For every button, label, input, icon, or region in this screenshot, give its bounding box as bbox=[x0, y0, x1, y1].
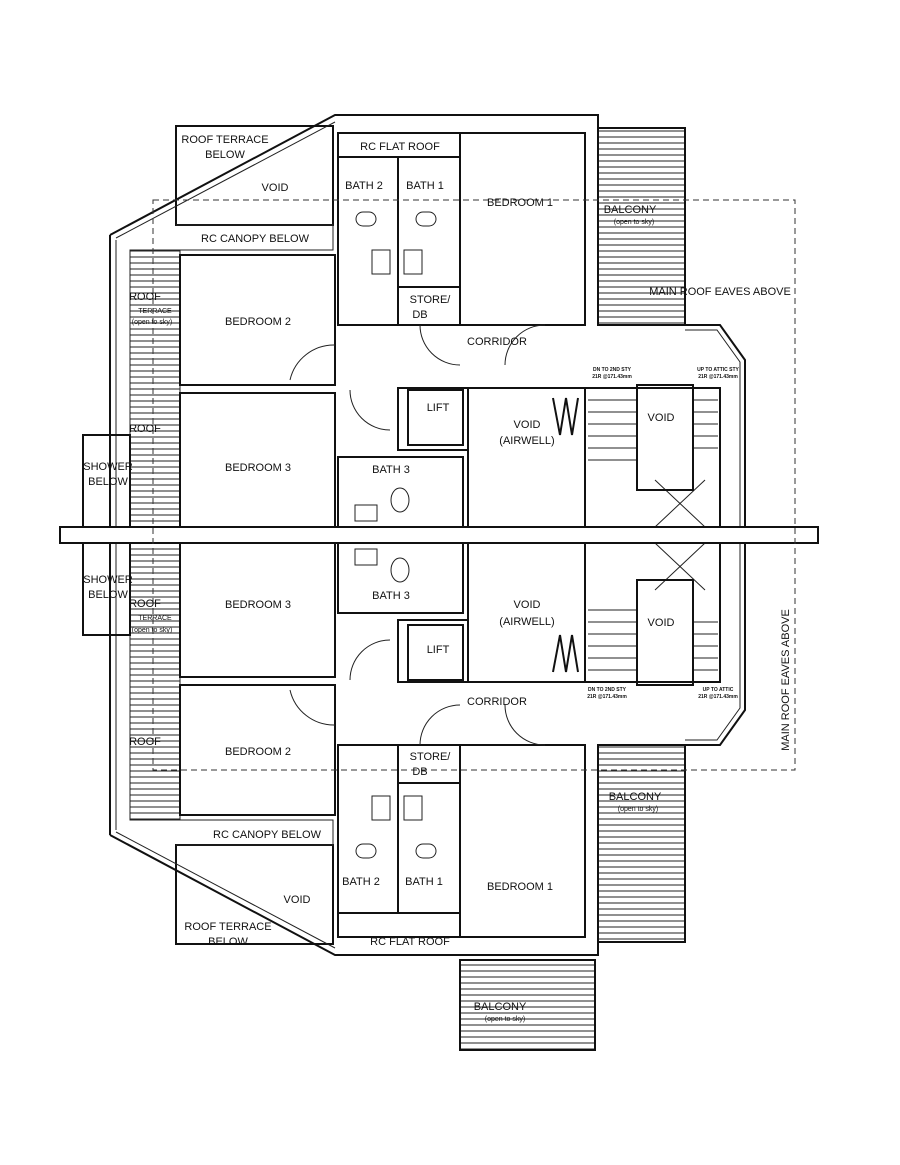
label: MAIN ROOF EAVES ABOVE bbox=[780, 609, 792, 751]
label: 21R @171.43mm bbox=[698, 374, 738, 380]
center-band bbox=[59, 526, 819, 544]
label: (open to sky) bbox=[618, 806, 658, 813]
label: VOID bbox=[648, 617, 675, 629]
label: CORRIDOR bbox=[467, 696, 527, 708]
label: SHOWER bbox=[83, 461, 133, 473]
label: (open to sky) bbox=[485, 1016, 525, 1023]
label: (AIRWELL) bbox=[499, 435, 554, 447]
label: ROOF bbox=[129, 598, 161, 610]
label: BATH 3 bbox=[372, 464, 410, 476]
label: BELOW bbox=[88, 476, 128, 488]
label: BEDROOM 2 bbox=[225, 746, 291, 758]
label: BATH 2 bbox=[345, 180, 383, 192]
label: RC CANOPY BELOW bbox=[201, 233, 310, 245]
label: BEDROOM 2 bbox=[225, 316, 291, 328]
label: TERRACE bbox=[138, 308, 172, 315]
label: TERRACE bbox=[138, 615, 172, 622]
label: CORRIDOR bbox=[467, 336, 527, 348]
label: BELOW bbox=[205, 149, 245, 161]
label: UP TO ATTIC STY bbox=[697, 367, 739, 373]
label: 21R @171.43mm bbox=[587, 694, 627, 700]
label: RC FLAT ROOF bbox=[360, 141, 440, 153]
label: 21R @171.43mm bbox=[592, 374, 632, 380]
label: VOID bbox=[284, 894, 311, 906]
label: (open to sky) bbox=[132, 319, 172, 326]
label: BEDROOM 3 bbox=[225, 599, 291, 611]
label: STORE/ bbox=[410, 294, 452, 306]
label: BATH 3 bbox=[372, 590, 410, 602]
label: STORE/ bbox=[410, 751, 452, 763]
label: VOID bbox=[514, 599, 541, 611]
label: DB bbox=[412, 766, 427, 778]
label: SHOWER bbox=[83, 574, 133, 586]
label: RC CANOPY BELOW bbox=[213, 829, 322, 841]
label: BEDROOM 1 bbox=[487, 197, 553, 209]
label: BEDROOM 1 bbox=[487, 881, 553, 893]
upper-labels: ROOF TERRACE BELOW VOID RC CANOPY BELOW … bbox=[83, 134, 791, 488]
label: BATH 1 bbox=[405, 876, 443, 888]
label: BATH 1 bbox=[406, 180, 444, 192]
label: MAIN ROOF EAVES ABOVE bbox=[649, 286, 791, 298]
label: (open to sky) bbox=[132, 627, 172, 634]
label: 21R @171.43mm bbox=[698, 694, 738, 700]
label: DB bbox=[412, 309, 427, 321]
label: ROOF bbox=[129, 736, 161, 748]
label: ROOF bbox=[129, 423, 161, 435]
label: BELOW bbox=[88, 589, 128, 601]
label: UP TO ATTIC bbox=[703, 687, 734, 693]
label: RC FLAT ROOF bbox=[370, 936, 450, 948]
label: LIFT bbox=[427, 644, 450, 656]
lower-unit-walls bbox=[82, 542, 746, 956]
label: (AIRWELL) bbox=[499, 616, 554, 628]
label: ROOF TERRACE bbox=[184, 921, 271, 933]
label: LIFT bbox=[427, 402, 450, 414]
label: DN TO 2ND STY bbox=[588, 687, 627, 693]
label: VOID bbox=[514, 419, 541, 431]
main-roof-eaves-outline bbox=[152, 199, 796, 771]
lower-labels: SHOWER BELOW BATH 3 BEDROOM 3 ROOF TERRA… bbox=[83, 574, 792, 1023]
label: BALCONY bbox=[474, 1001, 527, 1013]
label: BALCONY bbox=[609, 791, 662, 803]
label: BATH 2 bbox=[342, 876, 380, 888]
label: BELOW bbox=[208, 936, 248, 948]
label: (open to sky) bbox=[614, 219, 654, 226]
label: VOID bbox=[648, 412, 675, 424]
label: ROOF bbox=[129, 291, 161, 303]
label: VOID bbox=[262, 182, 289, 194]
label: ROOF TERRACE bbox=[181, 134, 268, 146]
label: BEDROOM 3 bbox=[225, 462, 291, 474]
upper-unit-walls bbox=[82, 114, 746, 528]
bottom-balcony bbox=[459, 959, 596, 1051]
label: DN TO 2ND STY bbox=[593, 367, 632, 373]
label: BALCONY bbox=[604, 204, 657, 216]
